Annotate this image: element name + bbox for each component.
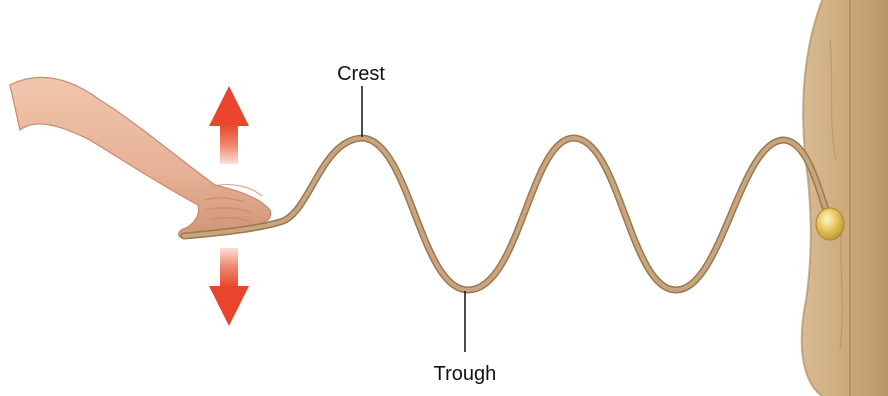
arrow-up-icon (209, 86, 249, 164)
rope (184, 138, 830, 290)
crest-label: Crest (337, 63, 385, 85)
trough-label: Trough (434, 363, 497, 385)
trough-annotation: Trough (434, 291, 497, 385)
arrow-down-icon (209, 248, 249, 326)
crest-annotation: Crest (337, 63, 385, 137)
wall (802, 0, 888, 396)
wall-knob (816, 208, 844, 240)
